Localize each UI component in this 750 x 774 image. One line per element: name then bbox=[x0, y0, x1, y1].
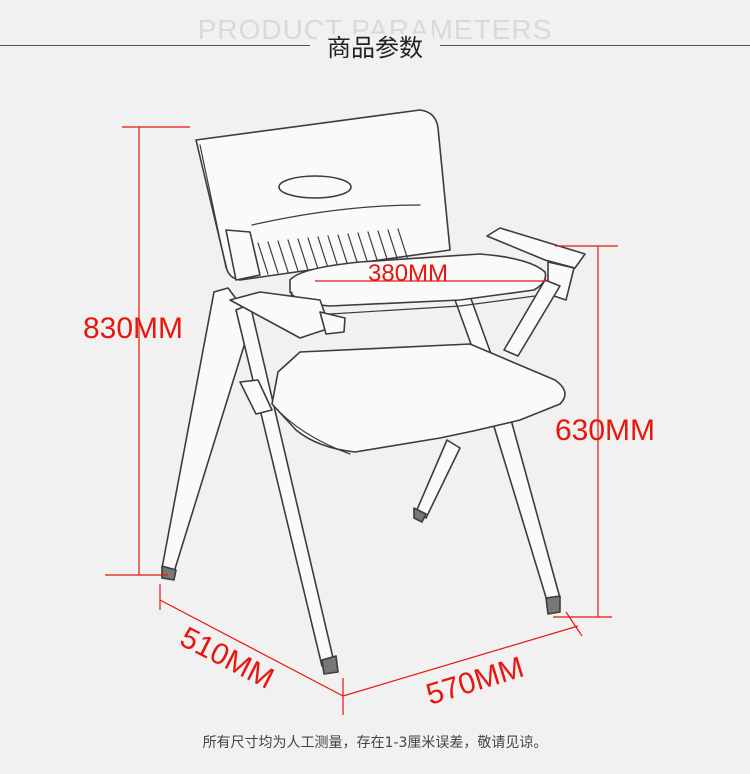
label-seat-height: 630MM bbox=[555, 414, 655, 447]
header-rule-right bbox=[440, 45, 750, 46]
label-height: 830MM bbox=[83, 312, 183, 345]
width-right-extension bbox=[565, 611, 583, 637]
dimension-lines bbox=[105, 126, 618, 715]
chair-illustration bbox=[161, 109, 586, 675]
measurement-disclaimer: 所有尺寸均为人工测量，存在1-3厘米误差，敬请见谅。 bbox=[202, 735, 548, 751]
depth-dimension-line bbox=[159, 599, 344, 697]
page-title: 商品参数 bbox=[0, 28, 750, 63]
label-tablet-width: 380MM bbox=[368, 260, 448, 287]
width-dimension-line bbox=[342, 625, 579, 697]
header-rule-left bbox=[0, 45, 310, 46]
label-depth: 510MM bbox=[175, 621, 279, 696]
label-width: 570MM bbox=[422, 651, 527, 712]
